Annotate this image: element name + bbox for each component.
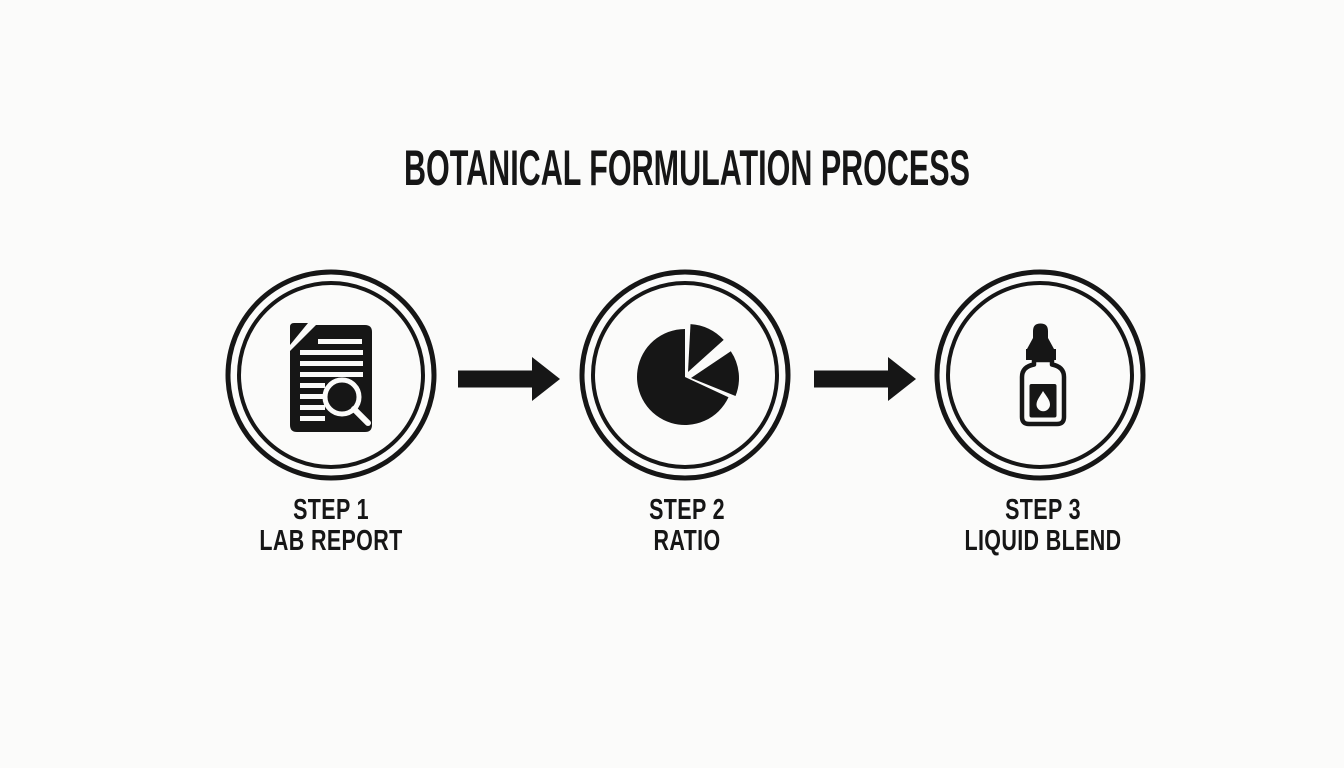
step2-badge [575,265,795,485]
lab-report-document-icon [225,269,437,481]
step3-badge [930,265,1150,485]
step3-name: LIQUID BLEND [964,525,1122,557]
arrow-right-icon [458,357,560,401]
step1-badge [221,265,441,485]
pie-chart-icon [579,269,791,481]
droplet-icon [1036,391,1050,412]
step3-label: STEP 3 [1005,494,1081,526]
step1-name: LAB REPORT [259,525,403,557]
page-title: BOTANICAL FORMULATION PROCESS [404,140,970,196]
step2-name: RATIO [653,525,721,557]
magnifier-icon [322,377,362,417]
arrow-right-icon [814,357,916,401]
dropper-bottle-icon [934,269,1146,481]
step1-label: STEP 1 [293,494,369,526]
step2-label: STEP 2 [649,494,725,526]
